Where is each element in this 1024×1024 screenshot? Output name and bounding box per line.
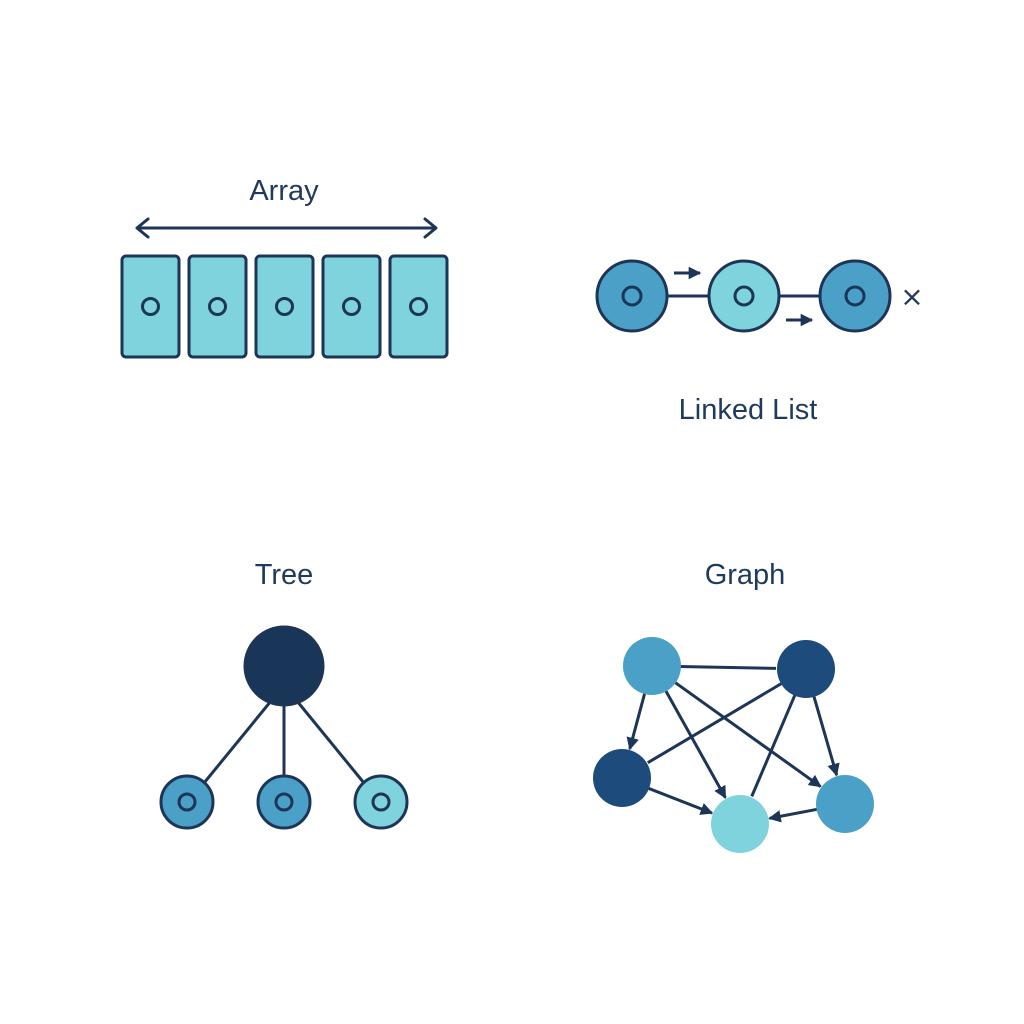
linked-list-null-terminator: × (900, 280, 923, 313)
graph-edge (673, 680, 822, 788)
tree-child-node (256, 774, 312, 830)
graph-edge (768, 807, 819, 823)
linked-list-panel: × Linked List (595, 259, 924, 426)
graph-node (777, 640, 835, 698)
array-title: Array (249, 175, 319, 207)
tree-child-node (353, 774, 409, 830)
tree-nodes (159, 625, 409, 830)
graph-panel: Graph (593, 559, 874, 853)
graph-edge (812, 694, 840, 777)
tree-edge-1 (202, 700, 273, 784)
array-cell (254, 254, 315, 359)
linked-list-nodes (595, 259, 892, 333)
graph-edge (647, 681, 784, 765)
linked-list-title: Linked List (679, 394, 818, 426)
graph-node (593, 749, 651, 807)
graph-node (816, 775, 874, 833)
array-cell (388, 254, 449, 359)
array-cells (120, 254, 449, 359)
tree-title: Tree (255, 559, 314, 591)
graph-edge (663, 688, 727, 799)
tree-child-node (159, 774, 215, 830)
graph-title: Graph (705, 559, 786, 591)
array-cell (187, 254, 248, 359)
graph-edge (750, 693, 797, 797)
graph-edge (678, 665, 777, 670)
linked-list-node (707, 259, 781, 333)
array-span-arrow (135, 217, 438, 239)
linked-list-node (595, 259, 669, 333)
graph-nodes (593, 637, 874, 853)
tree-panel: Tree (159, 559, 409, 830)
graph-node (623, 637, 681, 695)
graph-edge (646, 786, 714, 815)
linked-list-node (818, 259, 892, 333)
tree-edge-3 (295, 700, 366, 784)
graph-edges (626, 665, 840, 823)
array-cell (120, 254, 181, 359)
tree-edges (202, 700, 366, 784)
graph-edge (626, 691, 647, 751)
array-cell (321, 254, 382, 359)
graph-node (711, 795, 769, 853)
tree-root-node (243, 625, 325, 707)
array-panel: Array (120, 175, 449, 359)
